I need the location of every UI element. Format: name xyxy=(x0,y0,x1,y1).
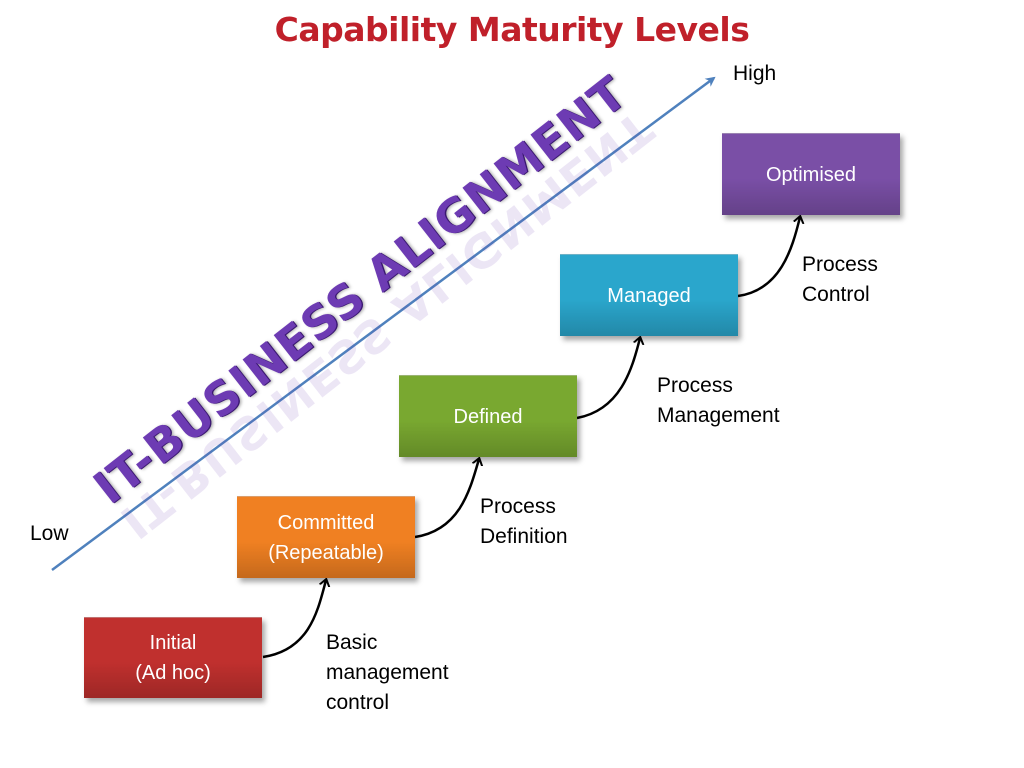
transition-label-3: Process Management xyxy=(657,374,780,427)
transition-label-1: Basic management control xyxy=(326,631,449,714)
alignment-axis-arrow xyxy=(51,76,716,572)
transition-label-4: Process Control xyxy=(802,253,878,306)
connector-arrow-4 xyxy=(737,217,800,298)
axis-high-label: High xyxy=(733,62,777,85)
level-optimised: Optimised xyxy=(722,133,900,215)
connector-arrow-3 xyxy=(576,338,640,420)
level-defined: Defined xyxy=(399,375,577,457)
level-initial: Initial (Ad hoc) xyxy=(84,617,262,698)
connector-arrow-1 xyxy=(262,580,326,659)
level-managed: Managed xyxy=(560,254,738,336)
level-committed: Committed (Repeatable) xyxy=(237,496,415,578)
axis-low-label: Low xyxy=(30,522,69,545)
page-title: Capability Maturity Levels xyxy=(274,10,750,49)
transition-label-2: Process Definition xyxy=(480,495,568,548)
connector-arrow-2 xyxy=(414,459,479,539)
